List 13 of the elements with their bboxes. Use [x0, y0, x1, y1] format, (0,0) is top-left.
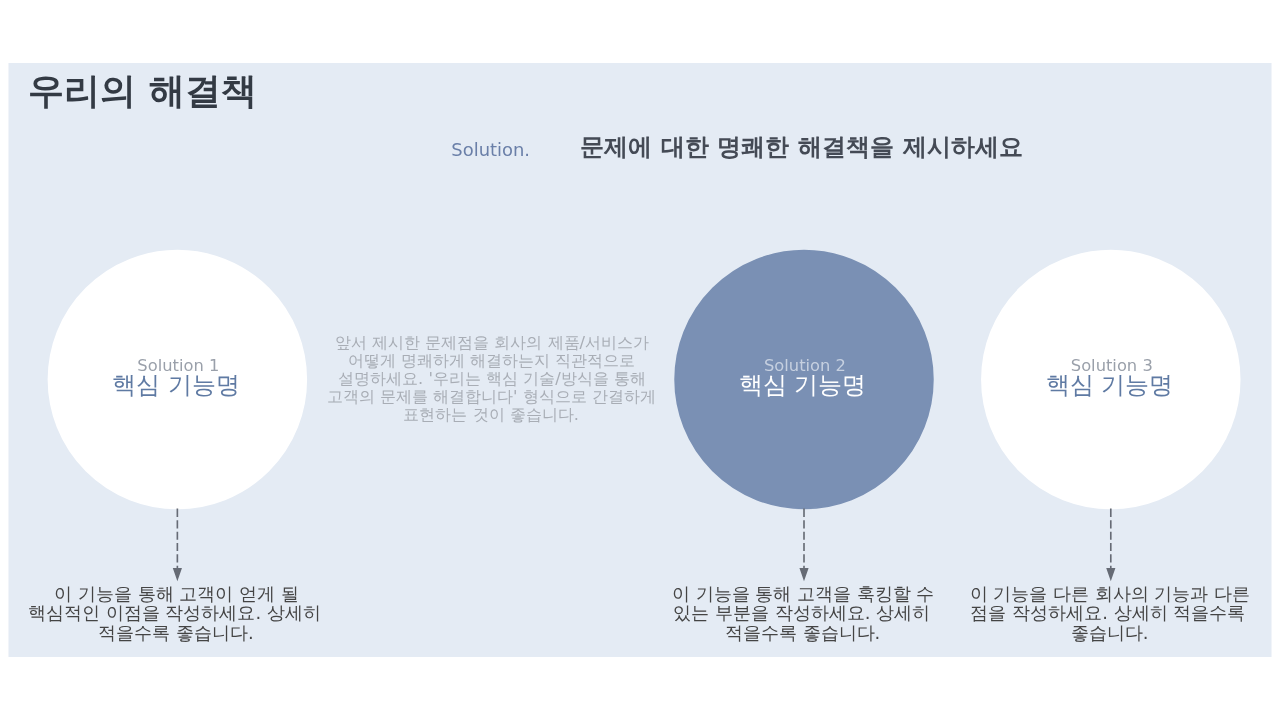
arrow	[1106, 507, 1116, 582]
node-text: 이 기능을 통해 고객을 훅킹할 수 있는 부분을 작성하세요. 상세히 적을수록 좋습니다.	[671, 582, 935, 643]
arrow	[799, 507, 809, 582]
label: 앞서 제시한 문제점을 회사의 제품/서비스가 어떻게 명쾌하게 해결하는지 직관적으로 설명하세요. '우리는 핵심 기술/방식을 통해 고객의 문제를 해결합니다' 형식으로 간결하게 표현하는 것이 좋습니다.	[326, 332, 656, 424]
node-circle: Solution 1 핵심 기능명	[47, 249, 308, 510]
arrow	[172, 507, 182, 582]
node-text: 이 기능을 다른 회사의 기능과 다른 점을 작성하세요. 상세히 적을수록 좋습니다.	[969, 582, 1251, 643]
label: Solution.	[451, 138, 531, 160]
node-circle: Solution 3 핵심 기능명	[981, 249, 1241, 510]
node-text: 이 기능을 통해 고객이 얻게 될 핵심적인 이점을 작성하세요. 상세히 적을수록 좋습니다.	[28, 582, 321, 643]
label: 문제에 대한 명쾌한 해결책을 제시하세요	[580, 132, 1023, 162]
diagram-title: 우리의 해결책	[28, 70, 257, 112]
node-circle: Solution 2 핵심 기능명	[674, 249, 934, 510]
